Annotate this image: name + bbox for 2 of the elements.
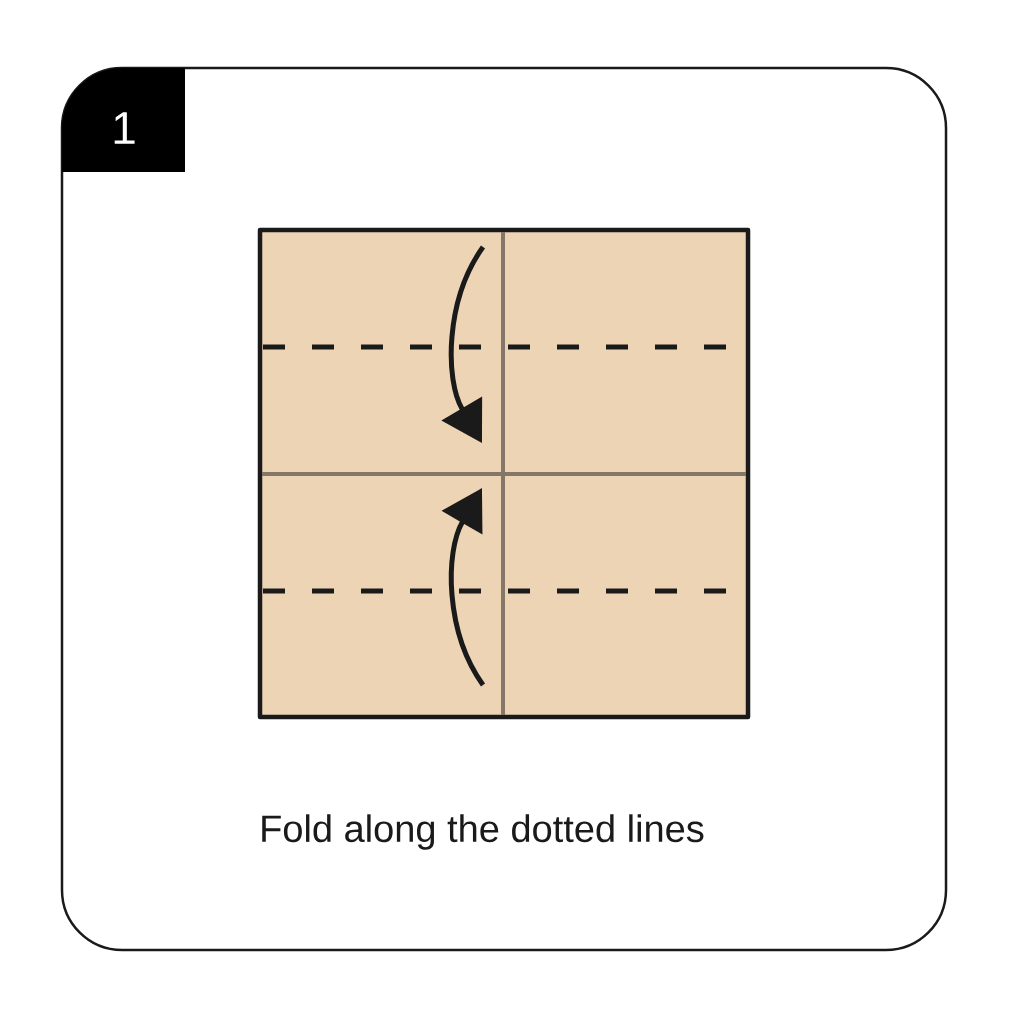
step-number-tab: 1 [62,68,185,172]
instruction-text: Fold along the dotted lines [262,814,704,850]
